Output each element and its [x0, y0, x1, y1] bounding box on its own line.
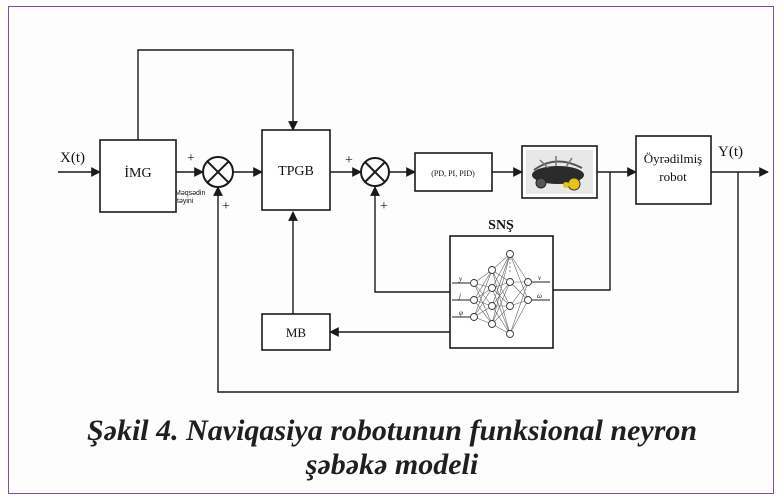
- sns-title: SNŞ: [488, 218, 514, 233]
- figure-caption: Şəkil 4. Naviqasiya robotunun funksional…: [0, 414, 784, 482]
- trained-robot-label-line2: robot: [659, 169, 687, 184]
- mb-block: [261, 313, 331, 351]
- sum2-plus-bottom: +: [380, 199, 388, 214]
- nn-hidden-neuron: [488, 320, 496, 328]
- trained-robot-label-line1: Öyrədilmiş: [644, 151, 703, 166]
- nn-input-neuron: [470, 296, 478, 304]
- caption-line-1: Şəkil 4. Naviqasiya robotunun funksional…: [86, 414, 698, 447]
- nn-neurons: [470, 250, 532, 338]
- img-block-label: İMG: [124, 165, 151, 181]
- nn-input-label: y: [458, 275, 463, 283]
- tpgb-block: [261, 129, 331, 211]
- summing-junction-2: [360, 157, 390, 187]
- summing-junction-1: [202, 156, 234, 188]
- sum2-plus-top: +: [345, 153, 353, 168]
- nn-hidden-neuron: [506, 278, 514, 286]
- nn-input-label: j: [458, 292, 461, 300]
- goal-label-line1: Məqsədin: [175, 190, 205, 197]
- output-signal-label: Y(t): [718, 144, 743, 160]
- nn-hidden-neuron: [506, 302, 514, 310]
- trained-robot-block: [635, 135, 712, 205]
- nn-hidden-neuron: [488, 302, 496, 310]
- controller-block: [414, 152, 493, 192]
- top-bypass-line: [137, 49, 298, 140]
- mb-block-label: MB: [286, 325, 307, 340]
- nn-output-label: ω: [537, 292, 542, 300]
- nn-hidden-neuron: [488, 284, 496, 292]
- nn-output-neuron: [524, 296, 532, 304]
- nn-hidden-neuron: [506, 330, 514, 338]
- sum1-plus-top: +: [187, 151, 195, 166]
- sum1-plus-bottom: +: [222, 199, 230, 214]
- neural-network-graphic: [452, 253, 550, 335]
- robot-car-icon: [526, 150, 593, 194]
- nn-input-neuron: [470, 313, 478, 321]
- nn-hidden-neuron: [488, 266, 496, 274]
- nn-hidden-neuron: [506, 250, 514, 258]
- figure-frame: [8, 6, 774, 494]
- goal-label-line2: təyini: [177, 198, 194, 205]
- sns-to-sum2-line: [370, 186, 450, 293]
- tpgb-block-label: TPGB: [278, 164, 314, 179]
- robot-to-sns-line: [553, 172, 611, 291]
- caption-line-2: şəbəkə modeli: [305, 448, 479, 481]
- nn-input-neuron: [470, 279, 478, 287]
- output-feedback-line: [213, 172, 739, 393]
- controller-block-label: (PD, PI, PID): [431, 169, 475, 178]
- nn-output-neuron: [524, 278, 532, 286]
- nn-output-label: v: [538, 274, 542, 282]
- nn-input-label: φ: [459, 309, 463, 317]
- img-block: [99, 139, 177, 213]
- input-signal-label: X(t): [60, 150, 85, 166]
- nn-connections: [473, 253, 529, 335]
